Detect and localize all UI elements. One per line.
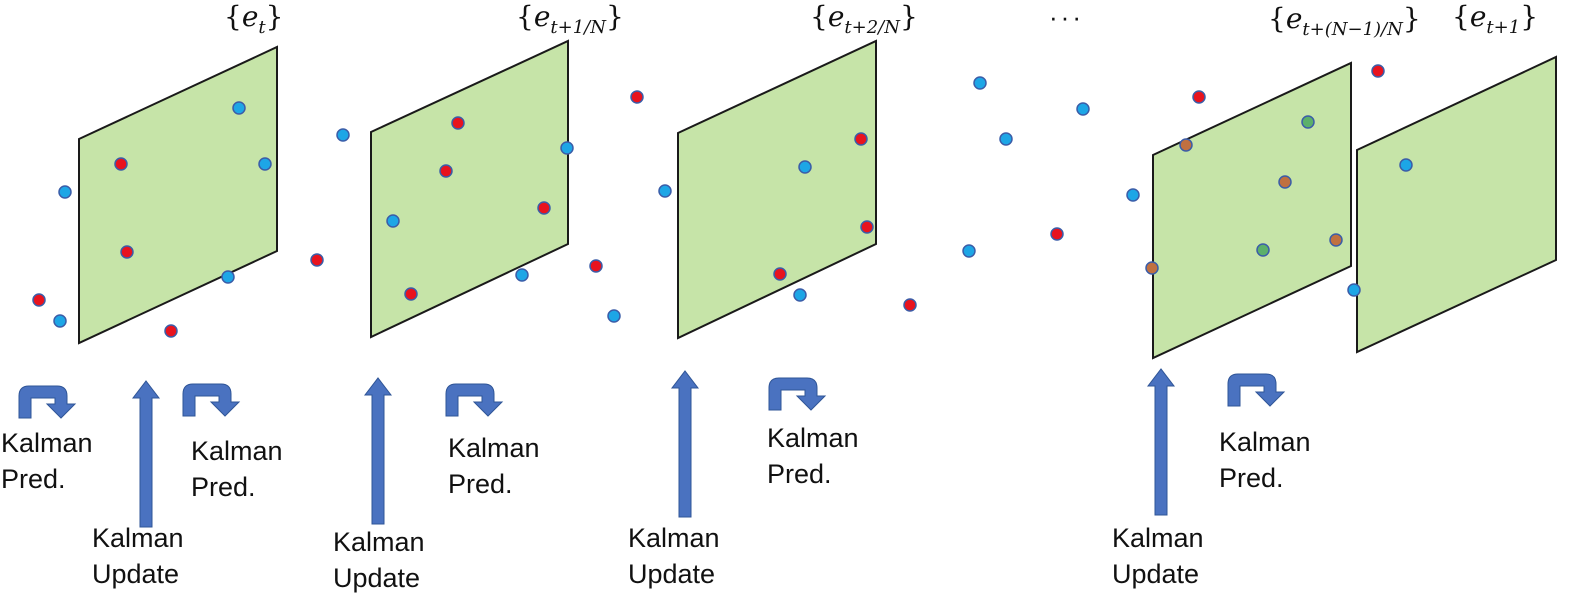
point-green [1301,115,1315,129]
point-blue [258,157,272,171]
kalman-update-label: Update [1112,559,1199,589]
kalman-pred-label: Kalman [448,433,540,463]
point-red [903,298,917,312]
kalman-pred-arrow-icon [18,385,76,419]
point-blue [53,314,67,328]
kalman-pred-label: Kalman [1,428,93,458]
kalman-pred-label: Pred. [767,459,832,489]
kalman-update-label: Update [92,559,179,589]
point-blue [1126,188,1140,202]
point-red [860,220,874,234]
point-blue [336,128,350,142]
set-label-e-t-1: {et+1} [1452,0,1538,38]
point-red [164,324,178,338]
kalman-update-arrows [131,368,1176,528]
point-red [1371,64,1385,78]
point-blue [232,101,246,115]
plane-t-1-N [370,39,569,339]
point-blue [1399,158,1413,172]
point-red [630,90,644,104]
point-blue [1076,102,1090,116]
plane-t-2-N [677,39,877,340]
point-red [589,259,603,273]
point-blue [221,270,235,284]
kalman-update-label: Kalman [628,523,720,553]
point-red [439,164,453,178]
point-blue [560,141,574,155]
point-red [114,157,128,171]
point-red [537,201,551,215]
kalman-update-label: Kalman [1112,523,1204,553]
kalman-update-labels: Kalman Update Kalman Update Kalman Updat… [92,523,1204,593]
point-blue [1347,283,1361,297]
kalman-update-label: Update [333,563,420,593]
point-red [1192,90,1206,104]
point-red [310,253,324,267]
plane-t-N-1-N [1152,61,1352,360]
kalman-pred-label: Kalman [1219,427,1311,457]
point-blue [515,268,529,282]
point-red [854,132,868,146]
kalman-pred-arrow-icon [182,383,240,417]
point-blue [798,160,812,174]
ellipsis: ··· [1049,2,1084,32]
point-blue [58,185,72,199]
point-blue [793,288,807,302]
set-label-e-t: {et} [224,0,283,38]
kalman-pred-arrow-icon [445,383,503,417]
kalman-update-label: Kalman [92,523,184,553]
planes [78,39,1557,360]
kalman-pred-arrow-icon [768,377,826,411]
plane-t-1 [1356,55,1557,354]
kalman-update-arrow-icon [670,370,700,518]
kalman-update-arrow-icon [363,377,393,525]
points [32,64,1413,338]
kalman-pred-label: Pred. [1219,463,1284,493]
kalman-pred-label: Pred. [191,472,256,502]
set-label-e-t-1-N: {et+1/N} [516,0,624,38]
kalman-update-arrow-icon [1146,368,1176,516]
kalman-pred-label: Kalman [767,423,859,453]
set-label-e-t-2-N: {et+2/N} [810,0,918,38]
point-green [1256,243,1270,257]
point-red [32,293,46,307]
point-orange [1179,138,1193,152]
point-blue [962,244,976,258]
plane-t [78,45,278,345]
point-red [404,287,418,301]
kalman-pred-label: Pred. [1,464,66,494]
point-blue [658,184,672,198]
kalman-pred-label: Kalman [191,436,283,466]
point-blue [999,132,1013,146]
point-orange [1329,233,1343,247]
point-orange [1145,261,1159,275]
set-labels: {et} {et+1/N} {et+2/N} {et+(N−1)/N} {et+… [224,0,1538,40]
point-red [1050,227,1064,241]
kalman-update-label: Update [628,559,715,589]
kalman-pred-arrows [18,373,1285,419]
point-red [120,245,134,259]
point-blue [973,76,987,90]
kalman-update-label: Kalman [333,527,425,557]
point-red [451,116,465,130]
point-red [773,267,787,281]
kalman-pred-arrow-icon [1227,373,1285,407]
kalman-update-arrow-icon [131,380,161,528]
point-blue [607,309,621,323]
point-orange [1278,175,1292,189]
kalman-pred-label: Pred. [448,469,513,499]
set-label-e-t-N-1-N: {et+(N−1)/N} [1268,2,1421,40]
kalman-pred-labels: Kalman Pred. Kalman Pred. Kalman Pred. K… [1,423,1311,502]
point-blue [386,214,400,228]
